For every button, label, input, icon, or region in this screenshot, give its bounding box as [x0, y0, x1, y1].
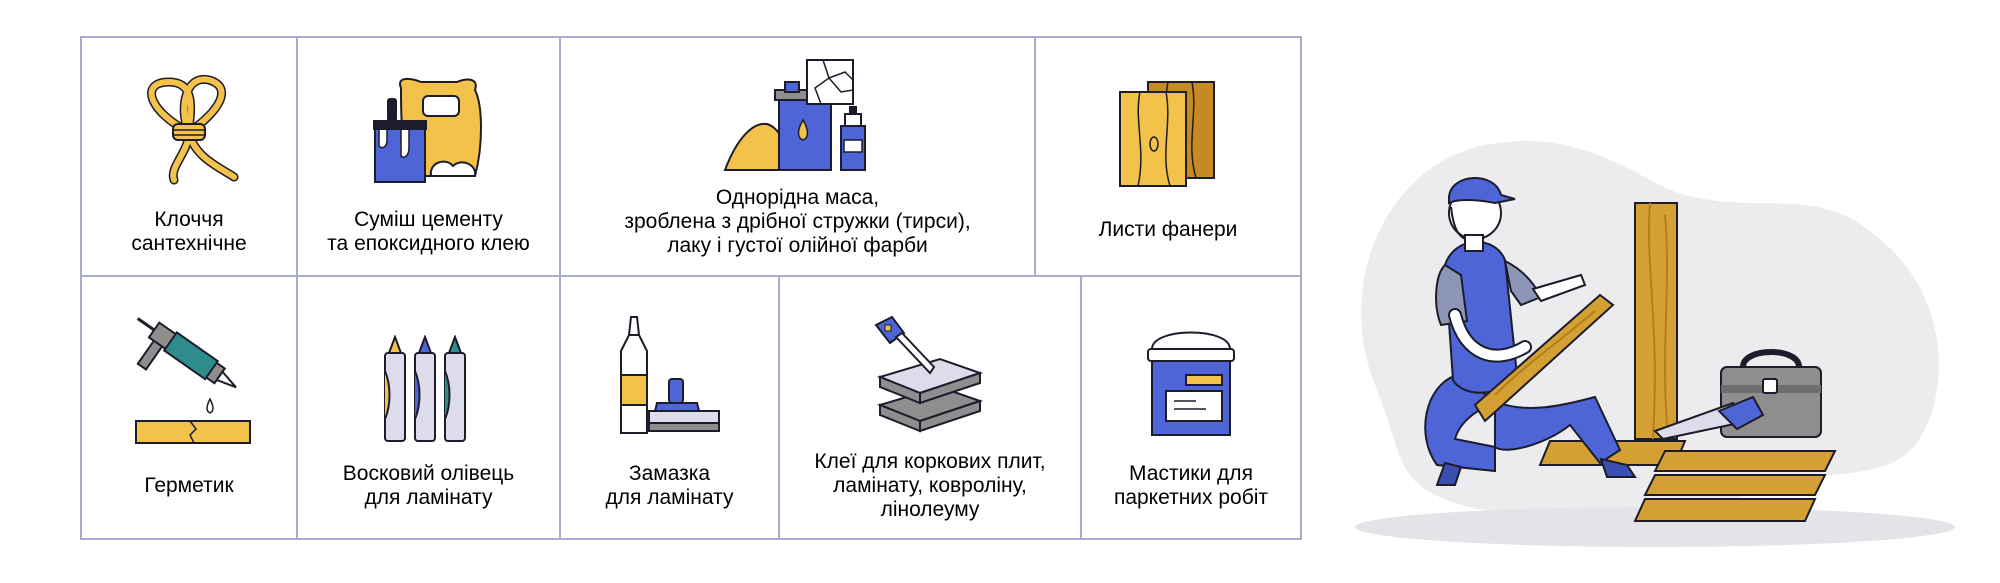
materials-grid: Клоччя сантехнічне Суміш цементу та епок… [80, 36, 1302, 540]
material-cell-oakum: Клоччя сантехнічне [82, 38, 296, 275]
mastic-label: Мастики для паркетних робіт [1113, 462, 1269, 509]
putty-label: Замазка для ламінату [605, 462, 734, 509]
sealant-label: Герметик [144, 474, 234, 497]
rope-coil-icon [147, 74, 239, 185]
sawdust-paint-lacquer-icon [723, 59, 866, 171]
materials-row-1: Клоччя сантехнічне Суміш цементу та епок… [82, 38, 1300, 277]
material-cell-wax-pencil: Восковий олівець для ламінату [296, 277, 559, 538]
oakum-label: Клоччя сантехнічне [131, 208, 247, 255]
putty-tube-spatula-icon [619, 316, 720, 434]
sealant-gun-icon [135, 317, 251, 444]
material-cell-putty: Замазка для ламінату [559, 277, 778, 538]
plywood-sheets-icon [1119, 81, 1215, 187]
sawdust-mass-label: Однорідна маса, зроблена з дрібної струж… [624, 186, 971, 257]
material-cell-mastic: Мастики для паркетних робіт [1080, 277, 1300, 538]
plywood-label: Листи фанери [1098, 218, 1238, 241]
material-cell-sealant: Герметик [82, 277, 296, 538]
wax-pencil-label: Восковий олівець для ламінату [342, 462, 515, 509]
wax-crayons-icon [383, 335, 466, 442]
cement-bag-bucket-icon [372, 77, 482, 183]
material-cell-cement-epoxy: Суміш цементу та епоксидного клею [296, 38, 559, 275]
glues-label: Клеї для коркових плит, ламінату, коврол… [814, 450, 1046, 521]
material-cell-plywood: Листи фанери [1034, 38, 1300, 275]
worker-laying-floor-icon [1355, 140, 1955, 547]
mastic-bucket-icon [1147, 331, 1235, 436]
cement-epoxy-label: Суміш цементу та епоксидного клею [327, 208, 530, 255]
material-cell-sawdust-mass: Однорідна маса, зроблена з дрібної струж… [559, 38, 1034, 275]
material-cell-glues: Клеї для коркових плит, ламінату, коврол… [778, 277, 1080, 538]
glue-spreader-boards-icon [874, 315, 984, 433]
materials-row-2: Герметик Восковий олівець [82, 277, 1300, 538]
